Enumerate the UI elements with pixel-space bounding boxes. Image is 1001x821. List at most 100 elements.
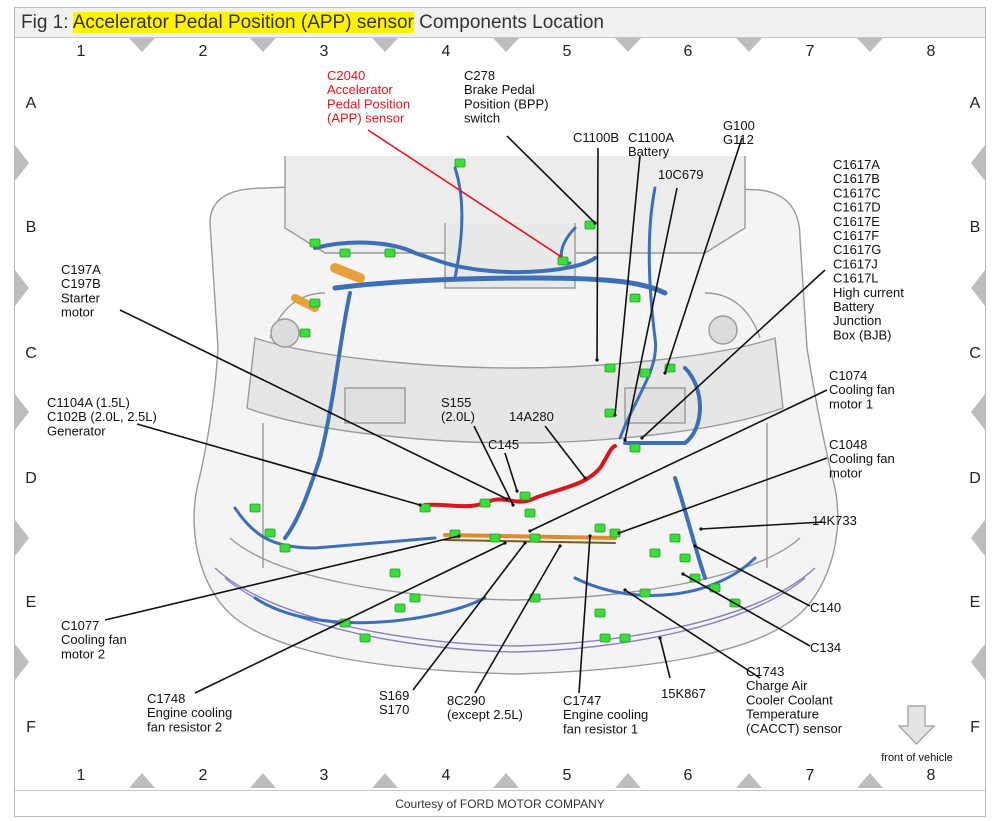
callout-line: C1074: [829, 368, 867, 383]
connector-icon: [669, 533, 681, 543]
connector-icon: [279, 543, 291, 553]
connector-icon: [299, 328, 311, 338]
grid-marker: [857, 773, 883, 788]
leader-line: [694, 545, 811, 607]
callout-line: (2.0L): [441, 409, 475, 424]
row-label-right: F: [970, 719, 980, 736]
column-label-top: 2: [199, 43, 208, 60]
leader-end: [503, 541, 507, 545]
callout-line: Cooling fan: [829, 451, 895, 466]
front-arrow-icon: [897, 705, 936, 746]
leader-line: [412, 542, 526, 691]
callout-line: C278: [464, 68, 495, 83]
connector-icon: [649, 548, 661, 558]
callout-line: G100: [723, 118, 755, 133]
callout-line: S170: [379, 702, 409, 717]
callout-line: Cooling fan: [61, 632, 127, 647]
grid-marker: [129, 773, 155, 788]
leader-line: [136, 423, 421, 506]
leader-end: [663, 371, 667, 375]
grid-marker: [971, 520, 985, 556]
callout-line: Box (BJB): [833, 327, 892, 342]
row-label-right: C: [969, 345, 981, 362]
connector-icon: [557, 256, 569, 266]
grid-marker: [971, 644, 985, 680]
grid-marker: [736, 773, 762, 788]
callout-line: C1077: [61, 618, 99, 633]
callout-line: C197A: [61, 262, 101, 277]
callout-line: C197B: [61, 276, 101, 291]
leader-end: [583, 476, 587, 480]
leader-end: [623, 438, 627, 442]
column-label-top: 4: [442, 43, 451, 60]
leader-end: [623, 588, 627, 592]
row-label-right: A: [970, 95, 981, 112]
connector-icon: [394, 603, 406, 613]
column-label-top: 3: [320, 43, 329, 60]
row-label-left: F: [26, 719, 36, 736]
leader-line: [700, 521, 824, 530]
callout-line: Cooling fan: [829, 382, 895, 397]
callout-line: High current: [833, 285, 904, 300]
leader-end: [593, 221, 597, 225]
column-label-bottom: 6: [684, 767, 693, 784]
leader-line: [474, 545, 561, 694]
column-label-top: 8: [927, 43, 936, 60]
leader-end: [658, 636, 662, 640]
leader-end: [681, 572, 685, 576]
connector-icon: [409, 593, 421, 603]
connector-icon: [629, 443, 641, 453]
callout-line: C1617C: [833, 185, 881, 200]
leader-end: [558, 254, 562, 258]
leader-end: [523, 541, 527, 545]
callout-line: C1617L: [833, 271, 879, 286]
grid-marker: [615, 773, 641, 788]
callout-c134: C134: [810, 640, 841, 655]
column-label-top: 1: [77, 43, 86, 60]
grid-marker: [971, 145, 985, 181]
callout-c14k733: 14K733: [812, 513, 857, 528]
callout-line: Battery: [833, 299, 875, 314]
title-suffix: Components Location: [413, 12, 604, 33]
leader-line: [659, 637, 671, 679]
callout-line: S155: [441, 395, 471, 410]
connector-icon: [594, 523, 606, 533]
callout-c10c679: 10C679: [658, 167, 704, 182]
callout-line: (CACCT) sensor: [746, 721, 843, 736]
callout-line: Brake Pedal: [464, 82, 535, 97]
leader-line: [506, 135, 596, 224]
leader-line: [473, 425, 514, 506]
leader-end: [699, 527, 703, 531]
row-label-left: B: [26, 219, 37, 236]
connector-icon: [419, 503, 431, 513]
callout-line: C1100A: [628, 130, 674, 145]
connector-icon: [384, 248, 396, 258]
callout-c145: C145: [488, 437, 519, 452]
leader-line: [104, 535, 460, 621]
leader-line: [529, 389, 828, 532]
connectors: [249, 158, 741, 643]
leader-line: [596, 147, 599, 361]
callout-c140: C140: [810, 600, 841, 615]
grid-marker: [493, 773, 519, 788]
leader-end: [640, 436, 644, 440]
leader-line: [367, 129, 561, 257]
connector-icon: [249, 503, 261, 513]
leader-line: [614, 155, 641, 416]
callout-line: 8C290: [447, 693, 485, 708]
column-label-bottom: 7: [806, 767, 815, 784]
connector-icon: [264, 528, 276, 538]
connector-icon: [639, 588, 651, 598]
grid-markers: [15, 38, 985, 788]
grid-marker: [15, 145, 29, 181]
column-label-bottom: 5: [563, 767, 572, 784]
callout-line: front of vehicle: [881, 752, 953, 764]
connector-icon: [584, 220, 596, 230]
